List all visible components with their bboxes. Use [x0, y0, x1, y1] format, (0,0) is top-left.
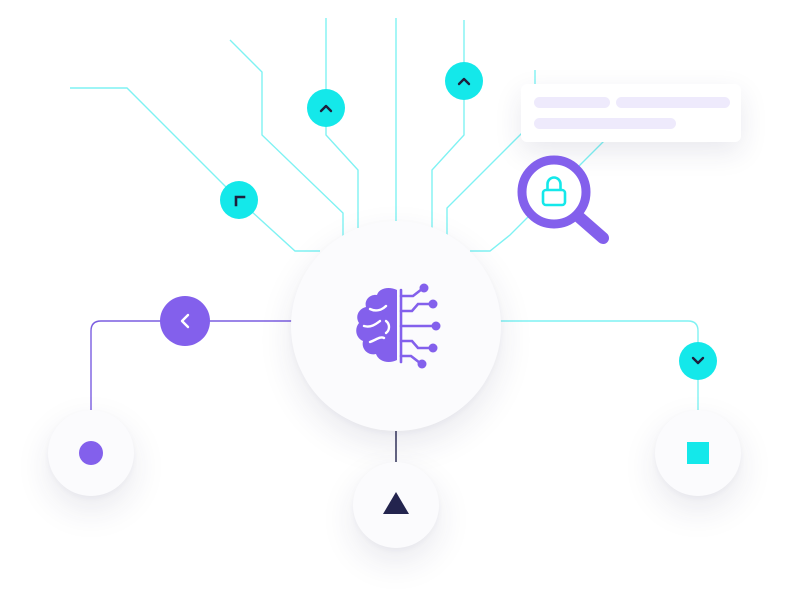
center-node — [291, 221, 501, 431]
chevron-up-badge-left[interactable] — [307, 89, 345, 127]
triangle-node — [353, 462, 439, 548]
chevron-down-badge[interactable] — [679, 342, 717, 380]
circle-shape — [79, 441, 103, 465]
chevron-left-icon — [180, 313, 190, 329]
placeholder-bar — [534, 97, 610, 108]
placeholder-bar — [616, 97, 730, 108]
corner-up-left-icon — [234, 195, 246, 207]
chevron-left-badge[interactable] — [160, 296, 210, 346]
placeholder-card — [521, 84, 741, 142]
chevron-down-icon — [691, 356, 705, 365]
corner-arrow-badge[interactable] — [220, 181, 258, 219]
chevron-up-icon — [457, 77, 471, 86]
chevron-up-badge-right[interactable] — [445, 62, 483, 100]
magnifier-lock-icon — [517, 155, 609, 244]
circle-node — [48, 410, 134, 496]
triangle-shape — [383, 492, 409, 514]
square-shape — [687, 442, 709, 464]
brain-circuit-icon — [356, 283, 441, 369]
chevron-up-icon — [319, 104, 333, 113]
placeholder-bar — [534, 118, 676, 129]
square-node — [655, 410, 741, 496]
